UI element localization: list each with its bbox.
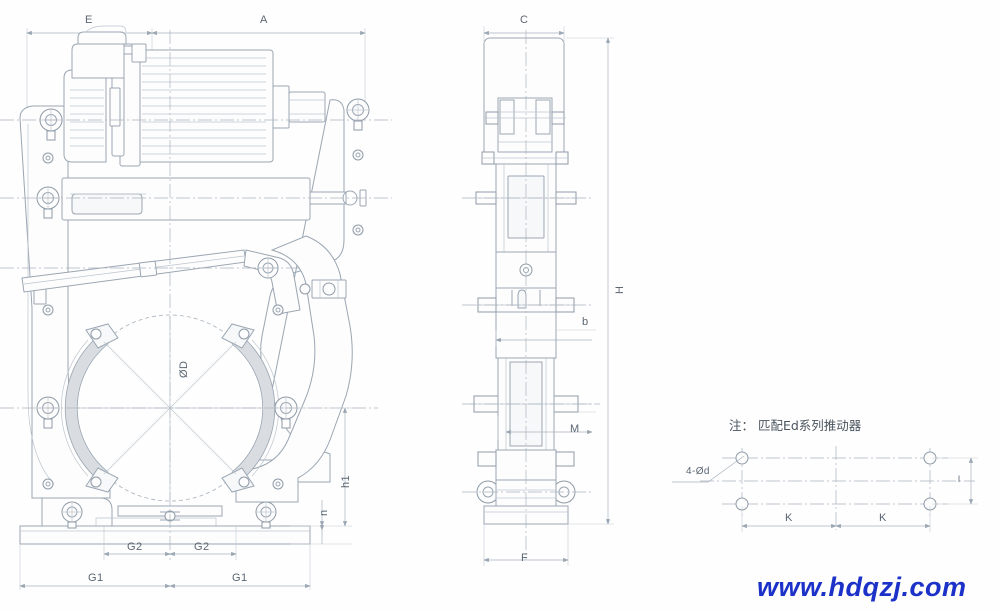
front-bottom-dimensions [19, 526, 311, 590]
dim-label-G2-right: G2 [194, 541, 210, 553]
dim-label-G1-left: G1 [88, 572, 104, 584]
dim-label-G1-right: G1 [232, 572, 248, 584]
dim-label-n: n [318, 509, 330, 516]
dim-label-E: E [85, 14, 93, 26]
side-dimensions [483, 26, 614, 566]
dim-label-edge-distance: l [958, 474, 961, 484]
side-view-body [470, 37, 592, 525]
dim-label-A: A [260, 14, 268, 26]
front-brake-drum-and-shoes [60, 314, 280, 522]
dim-label-G2-left: G2 [127, 541, 143, 553]
dim-label-M: M [570, 423, 580, 435]
dim-label-b: b [582, 316, 589, 328]
dim-label-hole-callout: 4-Ød [686, 466, 710, 477]
front-right-dimensions [290, 407, 352, 545]
front-push-rod-linkage [21, 249, 347, 315]
dim-label-F: F [521, 552, 529, 564]
dim-label-diameter-D: ØD [178, 360, 190, 378]
side-center-lines [462, 30, 600, 560]
dim-label-H: H [614, 285, 626, 294]
base-detail-drawing [672, 446, 978, 532]
dim-label-K-right: K [879, 512, 887, 524]
dim-label-h1: h1 [340, 474, 352, 488]
dim-label-C: C [520, 14, 529, 26]
front-brake-frame [19, 99, 353, 545]
front-hydraulic-thruster [63, 25, 326, 167]
front-spring-tube-assembly [61, 177, 367, 221]
watermark-url: www.hdqzj.com [757, 572, 967, 602]
dim-label-K-left: K [785, 512, 793, 524]
note-text: 注： 匹配Ed系列推动器 [729, 418, 862, 433]
front-top-dimensions [26, 28, 366, 120]
